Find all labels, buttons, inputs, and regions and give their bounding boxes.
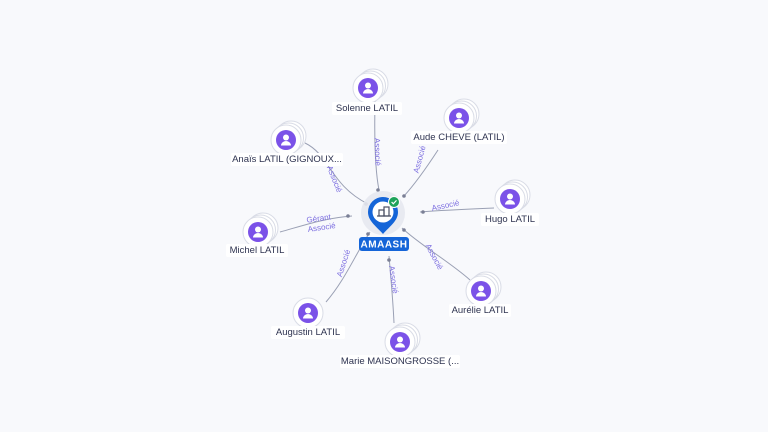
edge-hugo bbox=[419, 207, 495, 213]
person-name: Aude CHEVE (LATIL) bbox=[413, 132, 504, 143]
person-label-box bbox=[231, 153, 343, 166]
nodes-layer: Solenne LATIL Aude CHEVE (LATIL) Anaïs LAT… bbox=[226, 68, 539, 368]
check-mark bbox=[391, 199, 397, 205]
person-label-box bbox=[332, 102, 402, 115]
person-name: Michel LATIL bbox=[230, 245, 285, 256]
person-label-box bbox=[481, 213, 539, 226]
person-name: Anaïs LATIL (GIGNOUX... bbox=[232, 154, 342, 165]
person-label-box bbox=[411, 131, 507, 144]
person-icon bbox=[276, 130, 296, 150]
person-node-marie[interactable]: Marie MAISONGROSSE (... bbox=[340, 322, 460, 368]
person-icon bbox=[449, 108, 469, 128]
person-label-box bbox=[340, 355, 460, 368]
person-node-hugo[interactable]: Hugo LATIL bbox=[481, 179, 539, 226]
person-label-box bbox=[226, 244, 288, 257]
person-icon bbox=[298, 303, 318, 323]
edge-arrow bbox=[402, 228, 406, 232]
edge-arrow bbox=[366, 232, 370, 236]
person-label-box bbox=[449, 304, 511, 317]
person-icon bbox=[248, 222, 268, 242]
person-name: Hugo LATIL bbox=[485, 214, 535, 225]
edge-label: Associé bbox=[387, 265, 400, 295]
center-label-box bbox=[359, 237, 409, 251]
edge-aude bbox=[403, 149, 439, 197]
person-node-augustin[interactable]: Augustin LATIL bbox=[271, 297, 345, 339]
person-icon bbox=[390, 332, 410, 352]
edge-aurelie bbox=[401, 227, 471, 281]
person-name: Aurélie LATIL bbox=[452, 305, 509, 316]
person-name: Marie MAISONGROSSE (... bbox=[341, 356, 459, 367]
edge-label: Associé bbox=[335, 248, 352, 278]
edge-label: Associé bbox=[307, 221, 337, 234]
verified-check-icon bbox=[388, 196, 400, 208]
center-company-node[interactable]: AMAASH bbox=[359, 191, 409, 251]
person-node-solenne[interactable]: Solenne LATIL bbox=[332, 68, 402, 115]
company-icon bbox=[377, 206, 391, 217]
person-label-box bbox=[271, 326, 345, 339]
edge-arrow bbox=[376, 188, 380, 192]
person-name: Augustin LATIL bbox=[276, 327, 340, 338]
edge-label: Associé bbox=[325, 164, 344, 194]
person-name: Solenne LATIL bbox=[336, 103, 398, 114]
edge-arrow bbox=[421, 210, 425, 214]
edge-arrow bbox=[387, 258, 391, 262]
edge-arrow bbox=[346, 214, 350, 218]
person-node-aude[interactable]: Aude CHEVE (LATIL) bbox=[411, 98, 507, 144]
center-label: AMAASH bbox=[361, 240, 408, 251]
person-node-aurelie[interactable]: Aurélie LATIL bbox=[449, 271, 511, 317]
edge-label: Associé bbox=[373, 138, 383, 167]
edge-marie bbox=[388, 255, 395, 324]
edge-arrow bbox=[402, 194, 406, 198]
edge-label: Gérant bbox=[306, 212, 332, 224]
edge-label: Associé bbox=[424, 242, 445, 271]
edge-michel bbox=[279, 215, 353, 233]
person-icon bbox=[358, 78, 378, 98]
edge-anais bbox=[304, 142, 369, 205]
person-icon bbox=[500, 189, 520, 209]
person-node-anais[interactable]: Anaïs LATIL (GIGNOUX... bbox=[231, 120, 343, 166]
person-node-michel[interactable]: Michel LATIL bbox=[226, 212, 288, 257]
person-icon bbox=[471, 281, 491, 301]
